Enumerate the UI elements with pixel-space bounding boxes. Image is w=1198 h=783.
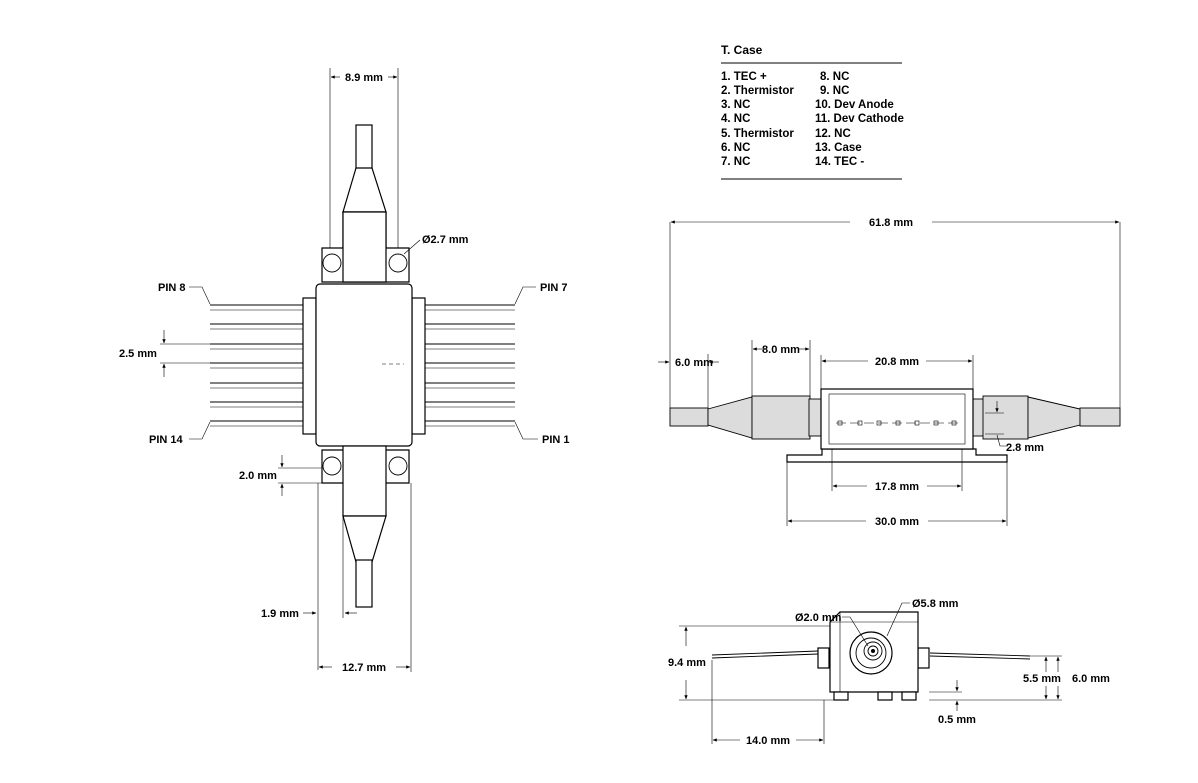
dim-taper: 8.0 mm (762, 344, 800, 356)
pin-table-title: T. Case (721, 43, 763, 57)
dim-boot: 6.0 mm (675, 357, 713, 369)
pin-entry: 1. TEC + (721, 71, 767, 83)
dim-outer-dia: Ø5.8 mm (912, 598, 959, 610)
mount-hole (322, 253, 342, 273)
dim-total-height: 6.0 mm (1072, 673, 1110, 685)
dim-end-height: 9.4 mm (668, 657, 706, 669)
pin-entry: 12. NC (815, 128, 851, 140)
side-view: 61.8 mm 6.0 mm 8.0 mm 20.8 mm 2.8 mm 17.… (658, 217, 1121, 528)
right-tube (982, 395, 1029, 440)
dim-pin-height: 2.8 mm (1006, 442, 1044, 454)
pin-stubs (837, 420, 957, 426)
mount-hole (388, 253, 408, 273)
pin-entry: 11. Dev Cathode (815, 113, 904, 125)
dim-pins-span: 17.8 mm (875, 481, 919, 493)
dim-depth: 14.0 mm (746, 735, 790, 747)
side-body (820, 388, 974, 450)
dim-inner-dia: Ø2.0 mm (795, 612, 842, 624)
right-fiber-boot (1079, 407, 1121, 427)
pin-entry: 7. NC (721, 156, 750, 168)
mount-hole (322, 456, 342, 476)
bottom-boot (342, 515, 387, 563)
base-plate (786, 448, 1008, 463)
bottom-tube (342, 445, 387, 517)
end-view: Ø2.0 mm Ø5.8 mm 9.4 mm 5.5 mm 6.0 mm 0.5… (668, 598, 1110, 747)
pin-entry: 4. NC (721, 113, 750, 125)
pin-entry: 3. NC (721, 99, 750, 111)
pin-entry: 2. Thermistor (721, 85, 794, 97)
dim-fiber-offset: 1.9 mm (261, 608, 299, 620)
left-fiber-boot (669, 407, 709, 427)
left-taper (707, 396, 753, 439)
bottom-fiber (355, 559, 373, 608)
package-body (315, 283, 413, 447)
label-pin7: PIN 7 (540, 282, 568, 294)
dim-hole-dia: Ø2.7 mm (422, 234, 469, 246)
pin-entry: 13. Case (815, 142, 862, 154)
pin-entry: 8. NC (820, 71, 849, 83)
dim-width-bottom: 12.7 mm (342, 662, 386, 674)
dim-pin-pitch: 2.5 mm (119, 348, 157, 360)
label-pin8: PIN 8 (158, 282, 186, 294)
dim-standoff: 0.5 mm (938, 714, 976, 726)
right-taper (1027, 396, 1081, 439)
pin-table: T. Case 1. TEC + 2. Thermistor 3. NC 4. … (721, 43, 904, 180)
top-boot (342, 167, 387, 213)
dim-width-top: 8.9 mm (345, 72, 383, 84)
leads-left (210, 304, 316, 427)
left-tube (751, 395, 811, 440)
pin-entry: 5. Thermistor (721, 128, 794, 140)
label-pin1: PIN 1 (542, 434, 570, 446)
pin-entry: 14. TEC - (815, 156, 864, 168)
pin-entry: 6. NC (721, 142, 750, 154)
pin-entry: 10. Dev Anode (815, 99, 894, 111)
pin-entry: 9. NC (820, 85, 849, 97)
dim-overall-length: 61.8 mm (869, 217, 913, 229)
top-view: 8.9 mm Ø2.7 mm PIN 8 PIN 7 PIN 14 PIN 1 … (119, 68, 570, 674)
dim-lead-height: 5.5 mm (1023, 673, 1061, 685)
dim-base-length: 30.0 mm (875, 516, 919, 528)
leads-right (412, 304, 515, 427)
dim-flange: 2.0 mm (239, 470, 277, 482)
dim-body-length: 20.8 mm (875, 356, 919, 368)
mount-hole (388, 456, 408, 476)
label-pin14: PIN 14 (149, 434, 184, 446)
